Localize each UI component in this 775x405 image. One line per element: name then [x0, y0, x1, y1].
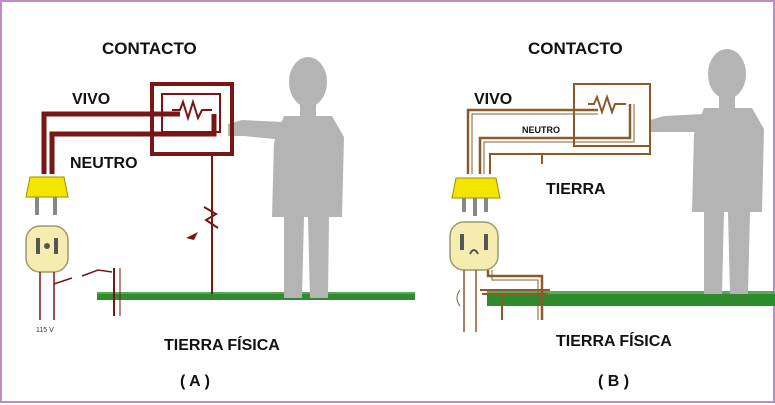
earth-wire-b	[489, 146, 651, 174]
neutral-wire-a	[49, 114, 217, 174]
earth-label-b: TIERRA	[546, 181, 606, 198]
ground-grass-a	[97, 294, 415, 300]
receptacle-icon-a	[25, 225, 69, 273]
resistor-b	[588, 93, 626, 116]
ground-grass-b	[487, 294, 775, 306]
neutral-wire-b	[478, 104, 632, 174]
ground-label-b: TIERRA FÍSICA	[556, 331, 672, 350]
contact-box-b	[573, 83, 651, 147]
plug-icon-b	[451, 177, 501, 216]
live-label-a: VIVO	[72, 91, 110, 108]
ground-label-a: TIERRA FÍSICA	[164, 335, 280, 354]
caption-a: ( A )	[180, 373, 210, 390]
panel-b: CONTACTO VIVO NEUTRO TIERRA TIERRA FÍSIC…	[449, 39, 775, 390]
caption-b: ( B )	[598, 373, 629, 390]
contact-box-a	[150, 82, 234, 156]
resistor-a	[172, 98, 212, 122]
neutral-label-a: NEUTRO	[70, 155, 138, 172]
neutral-label-b: NEUTRO	[522, 125, 560, 135]
plug-icon-a	[25, 176, 69, 215]
voltage-label-a: 115 V	[36, 327, 54, 334]
person-silhouette-a	[228, 57, 344, 298]
person-silhouette-b	[650, 49, 764, 294]
contact-label-a: CONTACTO	[102, 39, 197, 58]
receptacle-icon-b	[449, 221, 499, 271]
contact-label-b: CONTACTO	[528, 39, 623, 58]
live-wire-b	[466, 108, 598, 174]
live-label-b: VIVO	[474, 91, 512, 108]
panel-a: CONTACTO VIVO NEUTRO TIERRA FÍSICA ( A )…	[25, 39, 415, 390]
live-wire-a	[41, 111, 180, 174]
